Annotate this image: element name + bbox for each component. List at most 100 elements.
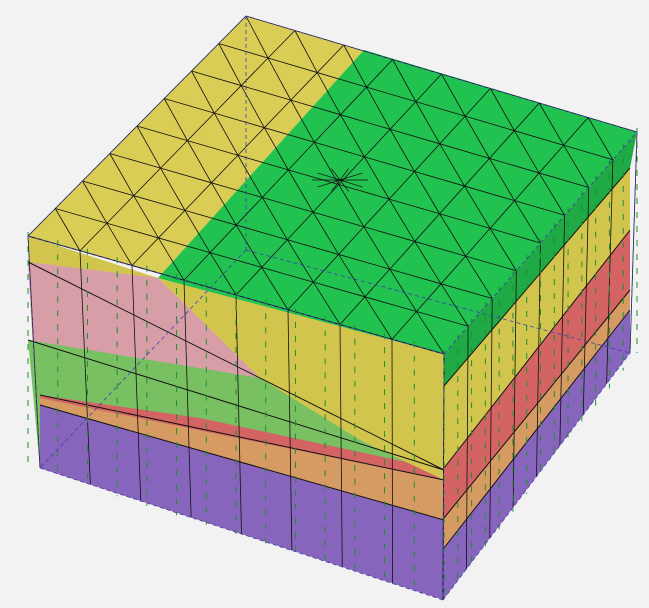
mesh-edge	[240, 85, 265, 128]
mesh-edge	[245, 15, 269, 59]
mesh-edge	[363, 226, 391, 270]
mesh-edge	[415, 73, 442, 102]
mesh-refinement-edge	[339, 179, 349, 192]
mesh-edge	[364, 296, 417, 312]
right-vertical-mesh-line	[489, 298, 493, 539]
mesh-edge	[439, 115, 466, 145]
mesh-edge	[133, 195, 159, 239]
mesh-edge	[414, 241, 466, 257]
mesh-edge	[214, 85, 242, 114]
mesh-edge	[314, 141, 365, 158]
mesh-edge	[261, 239, 288, 268]
mesh-edge	[465, 255, 517, 272]
mesh-edge	[261, 197, 288, 240]
mesh-edge	[211, 154, 239, 184]
mesh-edge	[464, 158, 490, 187]
mesh-edge	[261, 266, 314, 283]
mesh-edge	[287, 239, 314, 283]
mesh-edge	[312, 211, 339, 255]
mesh-edge	[563, 144, 613, 161]
mesh-edge	[261, 267, 289, 310]
mesh-edge	[109, 153, 161, 169]
mesh-edge	[338, 254, 366, 298]
mesh-edge	[237, 155, 263, 198]
mesh-edge	[136, 125, 188, 142]
layer-boundary-line	[443, 167, 631, 387]
front-vertical-mesh-line	[131, 265, 142, 502]
top-surface-green	[158, 50, 637, 354]
mesh-edge	[187, 140, 238, 156]
mesh-refinement-edge	[317, 179, 341, 188]
mesh-edge	[416, 311, 445, 355]
mesh-edge	[82, 180, 108, 224]
front-vertical-mesh-line	[79, 250, 91, 485]
bounding-box-edge	[629, 131, 638, 354]
mesh-edge	[440, 255, 466, 285]
mesh-edge	[514, 172, 540, 201]
mesh-edge	[363, 198, 390, 228]
mesh-edge	[489, 227, 541, 244]
mesh-edge	[338, 184, 390, 200]
mesh-edge	[439, 143, 490, 159]
mesh-edge	[465, 228, 491, 257]
mesh-edge	[440, 283, 493, 299]
mesh-edge	[414, 171, 465, 187]
mesh-edge	[133, 195, 186, 211]
mesh-refinement-edge	[339, 172, 363, 181]
mesh-edge	[514, 200, 565, 216]
mesh-edge	[288, 142, 315, 171]
right-vertical-mesh-line	[512, 270, 517, 508]
mesh-edge	[366, 86, 416, 103]
mesh-edge	[313, 281, 366, 298]
mesh-edge	[160, 167, 212, 184]
bounding-box-edge	[27, 15, 247, 237]
mesh-edge	[366, 86, 391, 130]
mesh-edge	[339, 296, 366, 325]
mesh-edge	[587, 117, 614, 160]
mesh-edge	[563, 117, 589, 146]
mesh-edge	[389, 101, 417, 130]
mesh-edge	[464, 185, 515, 202]
mesh-edge	[364, 296, 393, 340]
mesh-lines	[27, 15, 638, 601]
layer-boundary-line	[39, 404, 445, 521]
mesh-edge	[263, 127, 289, 171]
right-vertical-mesh-line	[465, 326, 469, 570]
mesh-edge	[514, 200, 541, 244]
mesh-refinement-edge	[331, 179, 341, 192]
mesh-edge	[262, 197, 314, 213]
mesh-edge	[106, 222, 159, 239]
mesh-edge	[489, 157, 540, 174]
bounding-box-edge	[245, 249, 631, 354]
mesh-edge	[241, 85, 291, 101]
mesh-edge	[439, 213, 466, 257]
mesh-edge	[538, 172, 589, 188]
mesh-edge	[391, 311, 417, 340]
mesh-edge	[440, 283, 469, 327]
mesh-edge	[55, 208, 107, 224]
mesh-edge	[218, 43, 242, 86]
mesh-edge	[441, 73, 466, 117]
mesh-edge	[218, 15, 247, 44]
mesh-edge	[235, 267, 262, 296]
mesh-edge	[79, 222, 108, 252]
bounding-box-edge	[27, 235, 445, 355]
mesh-edge	[538, 144, 564, 174]
mesh-refinement-edge	[339, 168, 349, 181]
mesh-edge	[158, 237, 185, 281]
mesh-edge	[191, 70, 215, 114]
mesh-edge	[267, 57, 318, 73]
bounding-box-edge	[442, 353, 445, 601]
mesh-edge	[464, 115, 490, 159]
mesh-edge	[213, 112, 239, 156]
mesh-edge	[464, 185, 491, 229]
mesh-edge	[267, 30, 296, 59]
mesh-edge	[490, 88, 515, 131]
yellow-layer-right-face	[444, 168, 630, 468]
mesh-edge	[489, 130, 515, 159]
mesh-edge	[392, 59, 417, 102]
mesh-edge	[364, 268, 391, 298]
front-vertical-mesh-line	[235, 294, 242, 535]
